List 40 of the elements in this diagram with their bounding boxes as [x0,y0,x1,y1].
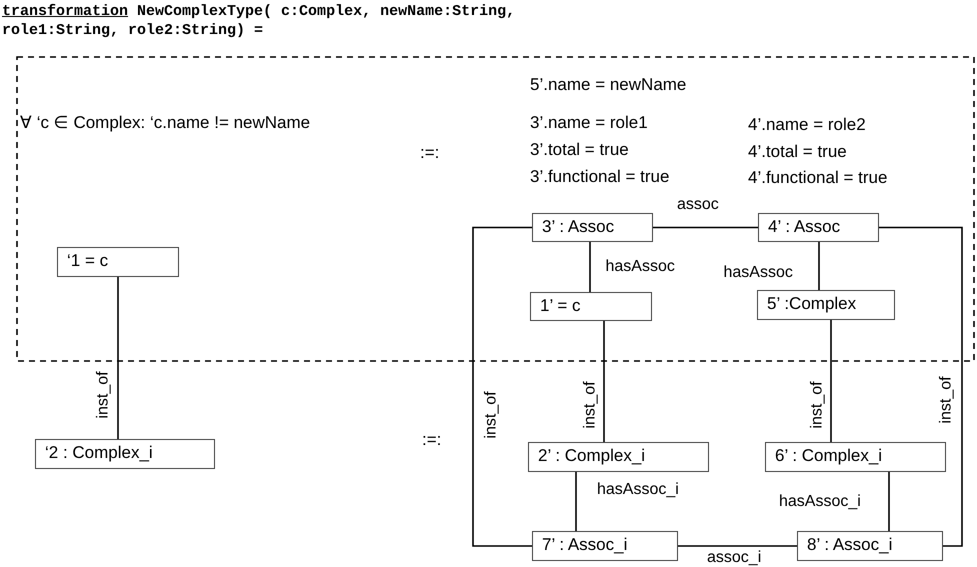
object-box: 7’ : Assoc_i [532,531,678,561]
edge-label: hasAssoc_i [779,493,861,511]
connector-line [575,472,577,531]
object-box: 8’ : Assoc_i [797,531,943,561]
edge-label: inst_of [94,371,112,419]
annotation-text: 3’.total = true [530,140,629,160]
annotation-text: ∀ ‘c ∈ Complex: ‘c.name != newName [20,113,310,133]
annotation-text: 5’.name = newName [530,75,686,95]
connector-line [879,226,963,547]
annotation-text: 4’.name = role2 [748,115,866,135]
edge-label: inst_of [482,391,500,439]
object-box: 1’ = c [530,292,652,321]
object-box: 5’ :Complex [757,290,895,320]
annotation-text: 4’.total = true [748,142,847,162]
edge-label: inst_of [808,381,826,429]
edge-label: inst_of [937,376,956,424]
connector-line [678,545,797,547]
annotation-text: 3’.name = role1 [530,113,648,133]
connector-line [603,321,605,442]
annotation-text: 4’.functional = true [748,168,888,188]
connector-line [653,226,758,228]
connector-line [117,277,119,439]
annotation-text: :=: [420,143,440,163]
object-box: 4’ : Assoc [758,213,879,242]
annotation-text: :=: [422,430,442,450]
object-box: ‘1 = c [57,247,179,277]
title-text: transformation NewComplexType( c:Complex, newName:String, role1:String, role2:String) = [2,2,516,40]
edge-label: inst_of [581,381,600,429]
connector-line [589,242,591,292]
object-box: 3’ : Assoc [532,213,653,242]
object-box: 6’ : Complex_i [765,442,946,472]
object-box: ‘2 : Complex_i [35,439,215,469]
connector-line [830,320,832,442]
object-box: 2’ : Complex_i [528,442,709,472]
connector-line [888,472,890,531]
connector-line [472,226,532,547]
annotation-text: 3’.functional = true [530,167,670,187]
edge-label: hasAssoc_i [597,481,679,499]
connector-line [818,242,820,290]
edge-label: assoc_i [707,549,762,567]
